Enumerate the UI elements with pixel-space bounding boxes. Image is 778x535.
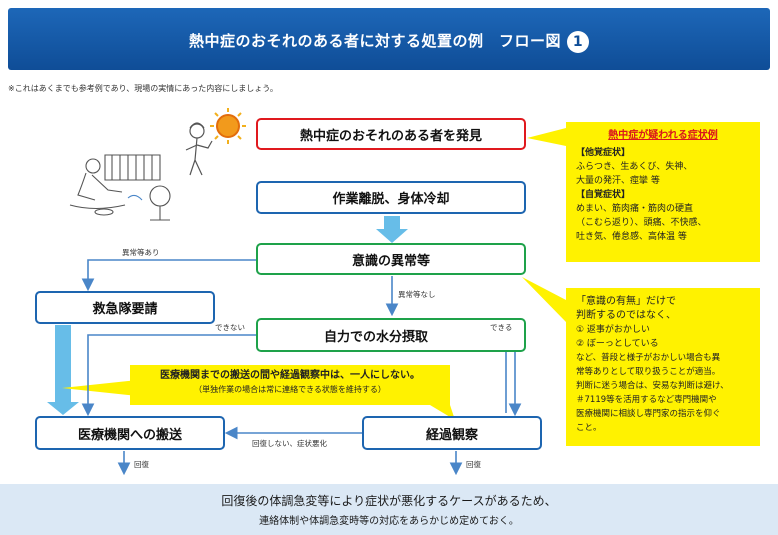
- node-consciousness-label: 意識の異常等: [351, 253, 430, 269]
- sun-icon: [210, 108, 246, 144]
- consciousness-line-7: 判断に迷う場合は、安易な判断は避け、: [576, 381, 729, 391]
- step-number-badge: 1: [567, 30, 589, 53]
- symptoms-title: 熱中症が疑われる症状例: [608, 130, 718, 141]
- consciousness-line-6: 常等ありとして取り扱うことが適当。: [576, 367, 721, 377]
- consciousness-pointer: [522, 277, 566, 322]
- symptoms-callout: 熱中症が疑われる症状例 【他覚症状】 ふらつき、生あくび、失神、 大量の発汗、痙…: [566, 122, 760, 262]
- node-cooling: 作業離脱、身体冷却: [256, 181, 526, 214]
- node-ambulance: 救急隊要請: [35, 291, 215, 324]
- objective-line-2: 大量の発汗、痙攣 等: [576, 176, 660, 186]
- symptoms-pointer: [527, 128, 566, 146]
- node-ambulance-label: 救急隊要請: [92, 302, 158, 317]
- subjective-line-3: 吐き気、倦怠感、高体温 等: [576, 232, 687, 242]
- footer-banner: 回復後の体調急変等により症状が悪化するケースがあるため、 連絡体制や体調急変時等…: [0, 484, 778, 535]
- node-hydration: 自力での水分摂取: [256, 318, 526, 352]
- node-consciousness-check: 意識の異常等: [256, 243, 526, 275]
- consciousness-line-9: 医療機関に相談し専門家の指示を仰ぐ: [576, 409, 721, 419]
- monitoring-callout: 医療機関までの搬送の間や経過観察中は、一人にしない。 （単独作業の場合は常に連絡…: [130, 365, 450, 405]
- node-discover-label: 熱中症のおそれのある者を発見: [299, 128, 482, 144]
- label-abnormal-yes: 異常等あり: [122, 248, 160, 257]
- consciousness-line-5: など、普段と様子がおかしい場合も異: [576, 353, 721, 363]
- page-title-text: 熱中症のおそれのある者に対する処置の例 フロー図: [188, 32, 561, 50]
- node-transport-label: 医療機関への搬送: [77, 427, 182, 443]
- label-can: できる: [490, 323, 513, 332]
- label-recovered-left: 回復: [134, 460, 149, 469]
- label-not-recovered: 回復しない、症状悪化: [252, 439, 327, 448]
- subjective-line-2: （こむら返り）、頭痛、不快感、: [576, 218, 707, 228]
- consciousness-line-8: ＃7119等を活用するなど専門機関や: [576, 395, 717, 405]
- node-observation-label: 経過観察: [425, 427, 478, 443]
- consciousness-line-3: ① 返事がおかしい: [576, 325, 650, 335]
- node-cooling-label: 作業離脱、身体冷却: [332, 192, 450, 207]
- supervisor-illustration: [185, 122, 213, 176]
- heatstroke-worker-illustration: [69, 154, 171, 221]
- consciousness-line-4: ② ぼーっとしている: [576, 339, 659, 349]
- node-discover: 熱中症のおそれのある者を発見: [256, 118, 526, 150]
- objective-heading: 【他覚症状】: [576, 148, 631, 158]
- footer-line-1: 回復後の体調急変等により症状が悪化するケースがあるため、: [221, 494, 557, 508]
- ambulance-to-transport-arrow: [47, 325, 79, 415]
- node-hydration-label: 自力での水分摂取: [323, 329, 428, 345]
- monitoring-pointer-left: [62, 380, 138, 396]
- cooling-to-consciousness-arrow: [376, 216, 408, 243]
- objective-line-1: ふらつき、生あくび、失神、: [576, 162, 693, 172]
- edge-cannot: [81, 334, 256, 417]
- node-observation: 経過観察: [362, 416, 542, 450]
- consciousness-line-2: 判断するのではなく、: [576, 310, 676, 321]
- footer-line-2: 連絡体制や体調急変時等の対応をあらかじめ定めておく。: [259, 516, 519, 527]
- subjective-line-1: めまい、筋肉痛・筋肉の硬直: [576, 204, 694, 214]
- consciousness-line-1: 「意識の有無」だけで: [576, 296, 676, 307]
- label-cannot: できない: [215, 323, 245, 332]
- consciousness-line-10: こと。: [576, 423, 602, 433]
- label-abnormal-no: 異常等なし: [398, 290, 436, 299]
- label-recovered-right: 回復: [466, 460, 481, 469]
- subjective-heading: 【自覚症状】: [576, 190, 631, 200]
- monitoring-line-2: （単独作業の場合は常に連絡できる状態を維持する）: [194, 385, 386, 394]
- reference-note: ※これはあくまでも参考例であり、現場の実情にあった内容にしましょう。: [8, 84, 278, 93]
- page-title: 熱中症のおそれのある者に対する処置の例 フロー図 1: [8, 30, 770, 53]
- consciousness-callout: 「意識の有無」だけで 判断するのではなく、 ① 返事がおかしい ② ぼーっとして…: [566, 288, 760, 446]
- header-banner: 熱中症のおそれのある者に対する処置の例 フロー図 1: [8, 8, 770, 70]
- monitoring-line-1: 医療機関までの搬送の間や経過観察中は、一人にしない。: [160, 370, 420, 381]
- node-transport: 医療機関への搬送: [35, 416, 225, 450]
- edge-abnormal-yes: [81, 259, 258, 292]
